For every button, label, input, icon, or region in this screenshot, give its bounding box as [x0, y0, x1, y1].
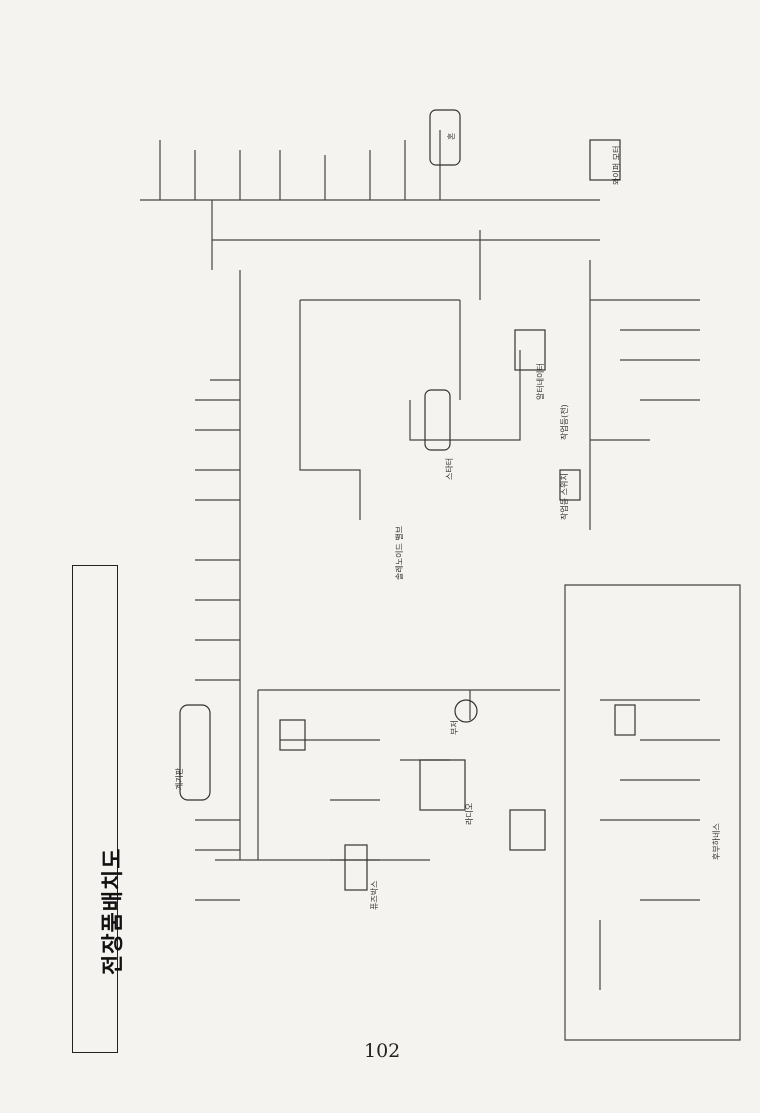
branch-lines-right — [589, 260, 700, 530]
page-number: 102 — [364, 1040, 401, 1062]
label-starter: 스타터 — [445, 457, 454, 480]
label-solenoid-valve: 솔레노이드 밸브 — [395, 525, 404, 580]
starter-motor — [424, 389, 451, 451]
buzzer-component — [454, 699, 478, 723]
rear-harness-box — [564, 584, 741, 1041]
horn-component — [429, 109, 461, 166]
page-title: 전장품배치도 — [101, 847, 126, 975]
title-frame — [72, 565, 118, 1053]
label-rear-harness: 후부하네스 — [712, 823, 721, 860]
relay-block — [279, 719, 306, 751]
fuse-box — [344, 844, 368, 891]
label-radio: 라디오 — [465, 802, 474, 825]
branch-lines-middle — [299, 230, 521, 520]
radio-component — [419, 759, 466, 811]
lower-middle-lines — [280, 690, 471, 861]
label-work-lamp-front: 작업등(전) — [560, 404, 569, 440]
label-buzzer: 부저 — [450, 720, 459, 735]
label-fuse-box: 퓨즈박스 — [370, 880, 379, 910]
instrument-panel — [179, 704, 211, 801]
wiper-motor — [589, 139, 621, 181]
label-instrument-panel: 계기판 — [175, 767, 184, 790]
branch-lines-top — [159, 130, 441, 200]
main-harness-trunk — [140, 199, 600, 861]
grid-relay-box — [509, 809, 546, 851]
work-lamp-switch — [559, 469, 581, 501]
rear-harness-lines — [599, 699, 720, 990]
label-work-lamp-switch: 작업등 스위치 — [560, 473, 569, 520]
connector-block-rear — [614, 704, 636, 736]
battery-block — [514, 329, 546, 371]
branch-lines-left — [195, 379, 240, 901]
label-alternator: 알터네이터 — [536, 363, 545, 400]
label-wiper-motor: 와이퍼 모터 — [612, 145, 621, 185]
label-horn: 혼 — [447, 132, 456, 140]
